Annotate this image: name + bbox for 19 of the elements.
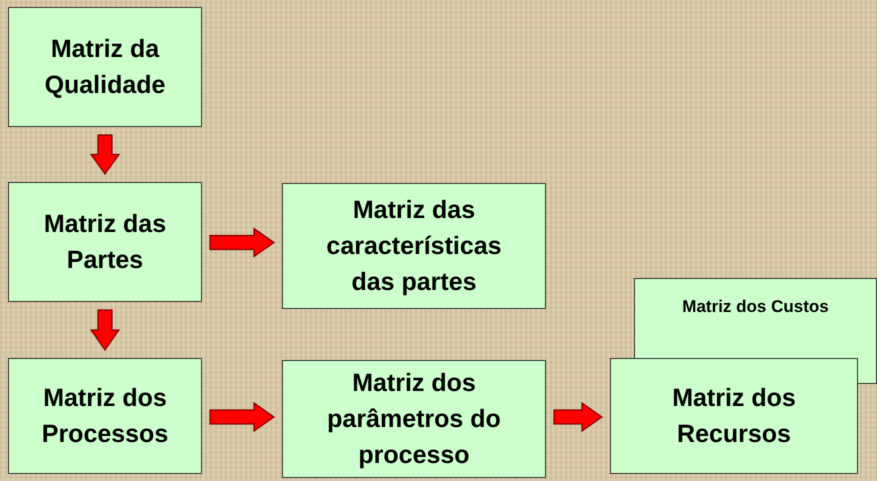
box-text: Matriz dos parâmetros do processo bbox=[326, 368, 502, 472]
process-box bbox=[8, 358, 202, 474]
process-box bbox=[282, 183, 546, 309]
block-arrow bbox=[90, 309, 120, 352]
box-text: Matriz dos Processos bbox=[40, 382, 170, 450]
block-arrow bbox=[209, 402, 276, 432]
process-box bbox=[8, 182, 202, 302]
block-arrow bbox=[553, 402, 604, 432]
box-text: Matriz das Partes bbox=[42, 208, 168, 276]
process-box bbox=[610, 358, 858, 474]
block-arrow bbox=[90, 134, 120, 176]
process-box bbox=[634, 278, 877, 358]
box-text: Matriz das características das partes bbox=[325, 194, 503, 298]
box-text: Matriz dos Custos bbox=[682, 297, 829, 318]
box-text: Matriz da Qualidade bbox=[44, 34, 166, 101]
box-text: Matriz dos Recursos bbox=[671, 382, 797, 450]
process-box bbox=[8, 7, 202, 127]
block-arrow bbox=[209, 227, 276, 258]
process-box bbox=[282, 360, 546, 478]
